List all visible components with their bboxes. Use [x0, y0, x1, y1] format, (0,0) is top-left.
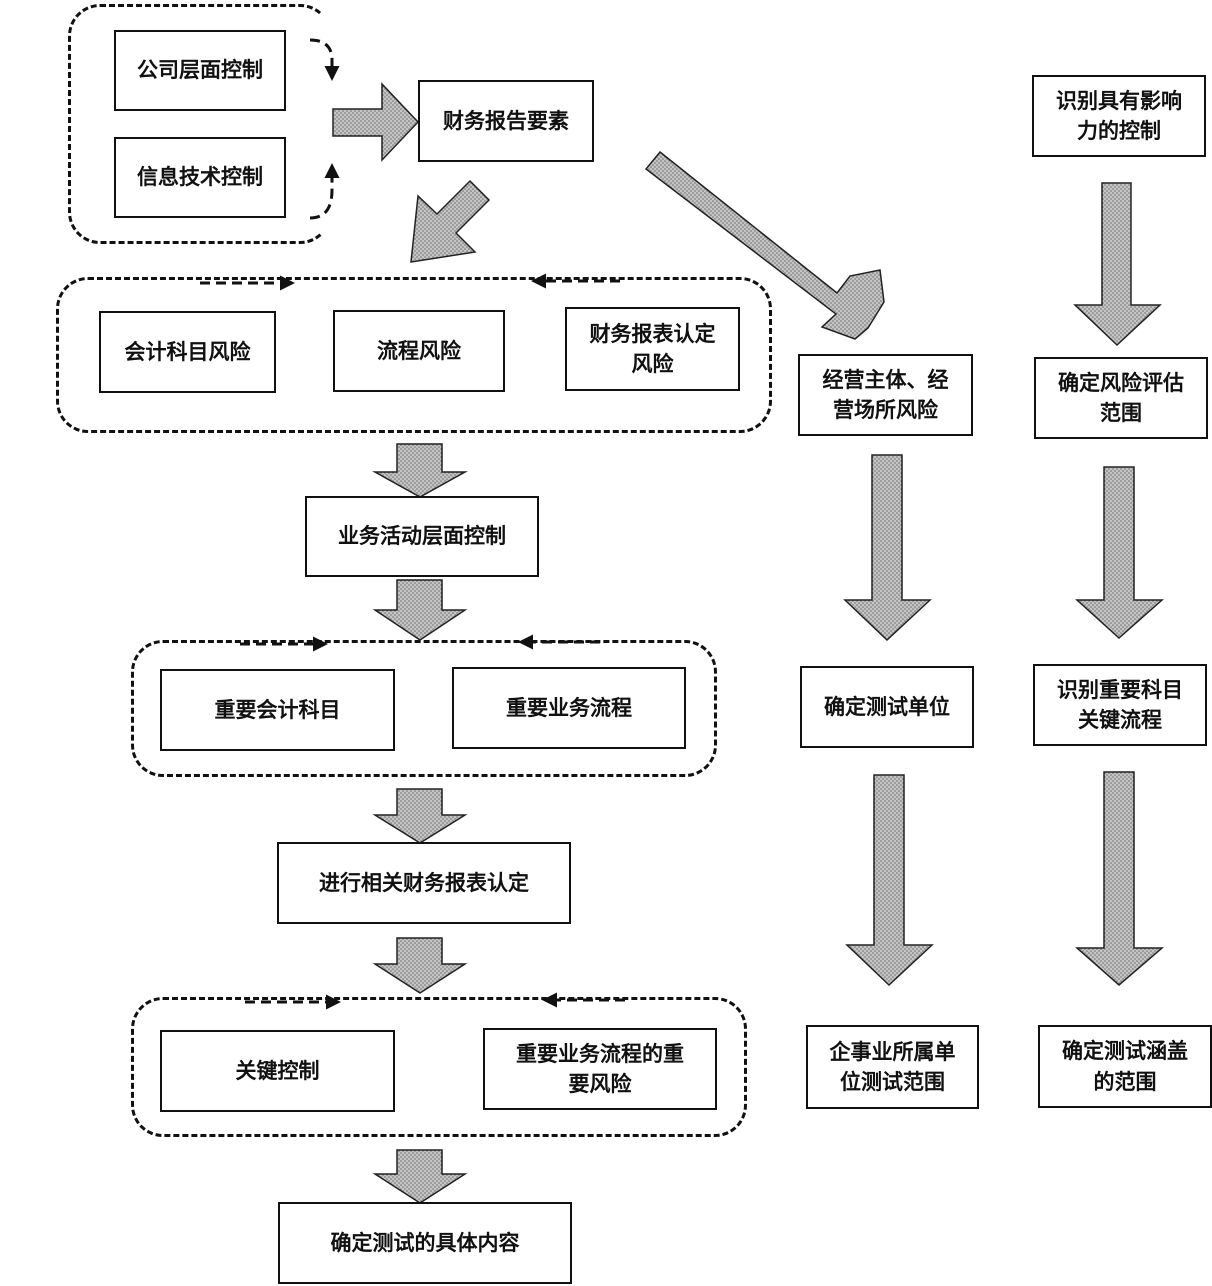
node-risk-assessment-scope: 确定风险评估 范围: [1034, 357, 1208, 439]
node-unit-test-scope: 企事业所属单 位测试范围: [806, 1025, 979, 1109]
arrow-accounts-to-coverage: [1075, 771, 1165, 986]
arrow-assertions-to-controls-group: [372, 937, 468, 994]
arrow-controls-group-to-test-content: [372, 1149, 468, 1204]
arrow-activity-to-key-group: [372, 579, 468, 641]
node-relevant-assertions: 进行相关财务报表认定: [277, 842, 571, 924]
node-account-risk: 会计科目风险: [99, 311, 276, 393]
node-influential-controls: 识别具有影响 力的控制: [1032, 75, 1206, 157]
node-coverage-scope: 确定测试涵盖 的范围: [1038, 1025, 1212, 1108]
node-accounts-processes: 识别重要科目 关键流程: [1033, 664, 1207, 746]
arrow-risk-scope-to-accounts: [1075, 466, 1164, 640]
node-process-key-risks: 重要业务流程的重 要风险: [483, 1028, 717, 1110]
node-activity-level-control: 业务活动层面控制: [305, 496, 539, 577]
node-process-risk: 流程风险: [333, 310, 505, 392]
group-top-controls: [68, 4, 332, 244]
group-key-controls: [131, 997, 747, 1137]
arrow-elements-to-entity-risk: [644, 150, 885, 340]
node-key-processes: 重要业务流程: [452, 667, 686, 749]
node-financial-report-elements: 财务报告要素: [418, 80, 594, 162]
node-key-controls: 关键控制: [160, 1030, 395, 1112]
node-key-accounts: 重要会计科目: [160, 669, 395, 751]
arrow-key-group-to-assertions: [372, 788, 468, 844]
arrow-influential-to-risk-scope: [1073, 182, 1162, 347]
group-risks: [56, 277, 772, 433]
arrow-group1-to-elements: [332, 82, 420, 162]
arrow-elements-to-risks: [410, 179, 491, 263]
block-arrows: [332, 82, 1165, 1204]
arrow-test-units-to-unit-scope: [845, 774, 934, 987]
arrow-entity-risk-to-test-units: [843, 454, 932, 642]
node-entity-risk: 经营主体、经 营场所风险: [798, 354, 973, 436]
group-key-accounts-processes: [131, 640, 717, 777]
arrow-risks-to-activity: [372, 443, 468, 498]
dashed-arrow-into-top-group-top: [309, 38, 340, 81]
node-test-units: 确定测试单位: [800, 666, 974, 748]
node-it-control: 信息技术控制: [114, 137, 286, 218]
node-test-content: 确定测试的具体内容: [278, 1202, 572, 1284]
node-assertion-risk: 财务报表认定 风险: [565, 307, 740, 391]
node-company-level-control: 公司层面控制: [114, 30, 286, 111]
